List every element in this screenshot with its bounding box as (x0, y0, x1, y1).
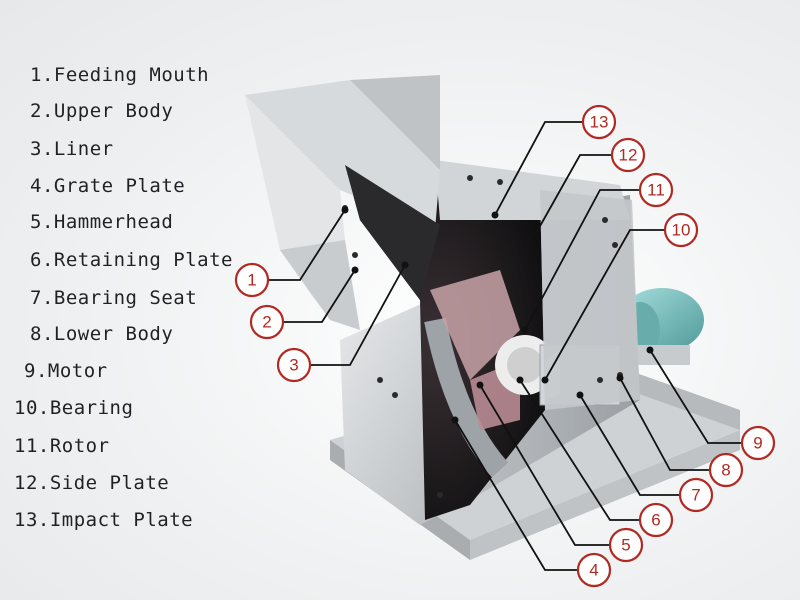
svg-text:6: 6 (651, 511, 660, 530)
leader-2 (283, 269, 356, 323)
legend-number: 1. (30, 64, 54, 86)
leader-12 (534, 154, 612, 236)
legend-item: 6.Retaining Plate (30, 249, 233, 271)
legend-number: 2. (30, 100, 54, 122)
legend-number: 7. (30, 287, 54, 309)
leader-4 (454, 419, 578, 571)
legend-label: Impact Plate (49, 509, 194, 531)
legend-number: 10. (14, 397, 50, 419)
legend-item: 9.Motor (24, 360, 108, 382)
legend-label: Upper Body (53, 100, 174, 122)
callout-9: 9 (740, 425, 776, 461)
legend-label: Motor (47, 360, 108, 382)
svg-text:11: 11 (647, 181, 665, 200)
legend-label: Grate Plate (53, 175, 186, 197)
callouts: 1 2 3 4 5 6 7 8 9 10 11 12 13 (234, 104, 776, 588)
svg-text:10: 10 (672, 221, 691, 240)
leader-dots (341, 206, 654, 424)
leader-9 (649, 349, 742, 444)
svg-text:1: 1 (247, 271, 256, 290)
legend-label: Liner (53, 138, 114, 160)
legend-number: 12. (14, 472, 50, 494)
leader-7 (579, 394, 680, 496)
callout-8: 8 (708, 452, 744, 488)
svg-text:3: 3 (289, 356, 298, 375)
legend-number: 9. (24, 360, 48, 382)
legend-number: 3. (30, 138, 54, 160)
svg-text:7: 7 (691, 486, 700, 505)
callout-11: 11 (638, 172, 674, 208)
callout-4: 4 (576, 552, 612, 588)
callout-10: 10 (663, 212, 699, 248)
legend-label: Feeding Mouth (53, 64, 210, 86)
leader-6 (519, 379, 640, 521)
leader-lines (268, 121, 742, 571)
leader-8 (619, 377, 710, 471)
svg-text:2: 2 (262, 313, 271, 332)
legend-label: Hammerhead (53, 211, 174, 233)
legend-label: Rotor (49, 435, 110, 457)
callout-13: 13 (581, 104, 617, 140)
leader-3 (310, 264, 406, 366)
parts-legend: 1.Feeding Mouth 2.Upper Body 3.Liner 4.G… (0, 0, 260, 560)
legend-number: 4. (30, 175, 54, 197)
legend-item: 12.Side Plate (14, 472, 169, 494)
legend-item: 3.Liner (30, 138, 114, 160)
leader-10 (544, 229, 665, 381)
legend-item: 7.Bearing Seat (30, 287, 197, 309)
feeding-mouth-shape (245, 75, 440, 330)
legend-item: 8.Lower Body (30, 323, 173, 345)
callout-5: 5 (608, 527, 644, 563)
callout-6: 6 (638, 502, 674, 538)
svg-text:4: 4 (589, 561, 598, 580)
legend-label: Side Plate (49, 472, 170, 494)
svg-text:9: 9 (753, 434, 762, 453)
legend-label: Lower Body (53, 323, 174, 345)
callout-12: 12 (610, 137, 646, 173)
svg-text:13: 13 (590, 113, 609, 132)
legend-item: 2.Upper Body (30, 100, 173, 122)
legend-number: 5. (30, 211, 54, 233)
svg-text:5: 5 (621, 536, 630, 555)
callout-1: 1 (234, 262, 270, 298)
leader-5 (479, 384, 610, 546)
callout-2: 2 (249, 304, 285, 340)
svg-text:8: 8 (721, 461, 730, 480)
legend-item: 4.Grate Plate (30, 175, 185, 197)
svg-text:12: 12 (619, 146, 638, 165)
legend-number: 6. (30, 249, 54, 271)
legend-item: 5.Hammerhead (30, 211, 173, 233)
callout-7: 7 (678, 477, 714, 513)
legend-number: 13. (14, 509, 50, 531)
legend-label: Bearing (49, 397, 134, 419)
legend-label: Bearing Seat (53, 287, 198, 309)
legend-item: 13.Impact Plate (14, 509, 193, 531)
leader-11 (524, 189, 640, 331)
legend-item: 10.Bearing (14, 397, 133, 419)
leader-13 (494, 121, 583, 216)
leader-1 (268, 209, 346, 281)
legend-item: 11.Rotor (14, 435, 110, 457)
legend-item: 1.Feeding Mouth (30, 64, 209, 86)
legend-number: 8. (30, 323, 54, 345)
legend-number: 11. (14, 435, 50, 457)
callout-3: 3 (276, 347, 312, 383)
legend-label: Retaining Plate (53, 249, 233, 271)
